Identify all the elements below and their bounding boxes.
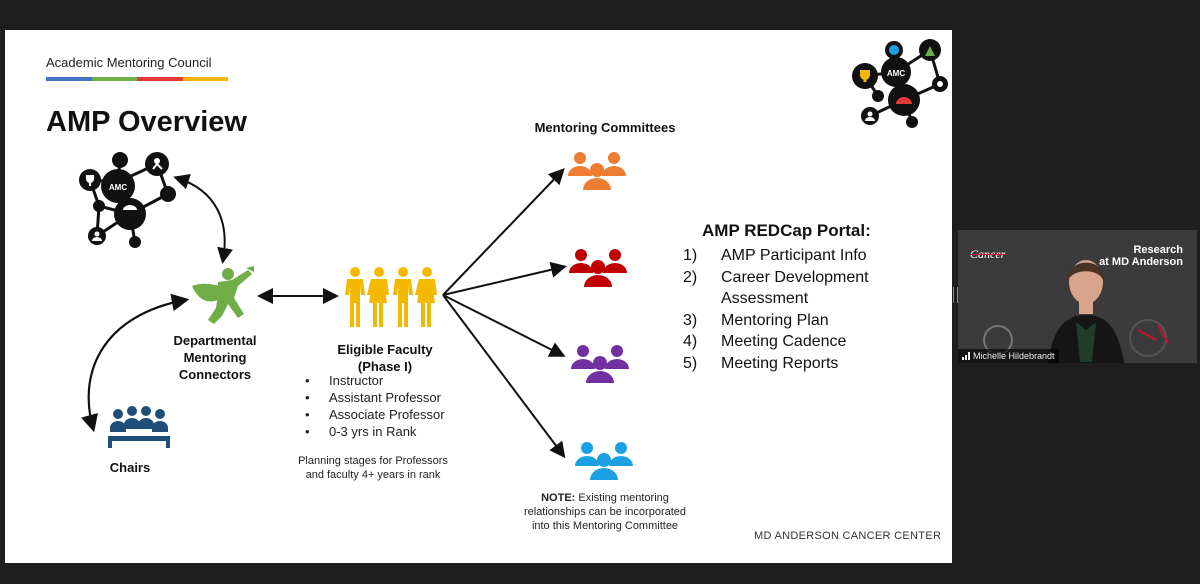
list-item: Associate Professor [305,406,445,423]
faculty-label: Eligible Faculty (Phase I) [337,342,433,374]
note-label: NOTE: [541,492,576,504]
portal-item: 3) Mentoring Plan [683,310,869,332]
committee-red-icon [569,249,627,287]
list-item: 0-3 yrs in Rank [305,423,445,440]
bar-green [91,77,137,81]
arrow-faculty-committee-2 [442,261,567,296]
superhero-icon [192,266,254,324]
committee-orange-icon [568,152,626,190]
portal-item-text: Meeting Reports [721,354,839,372]
portal-item-num: 5) [683,354,698,372]
committee-purple-icon [571,345,629,383]
participant-nametag: Michelle Hildebrandt [958,349,1059,363]
portal-item: 4) Meeting Cadence [683,331,869,353]
amc-corner-logo: AMC [852,39,948,128]
slide-footer: MD ANDERSON CANCER CENTER [754,530,942,542]
portal-item-num: 4) [683,333,698,350]
arrow-connectors-chairs [81,293,190,433]
bar-red [137,77,183,81]
signal-bars-icon [962,352,970,360]
diagram-arrows [81,168,567,459]
arrow-logo-connectors [173,173,233,264]
portal-item-text: Meeting Cadence [721,333,847,350]
portal-item: 1) AMP Participant Info [683,245,869,267]
participant-name: Michelle Hildebrandt [973,351,1055,361]
portal-item: 2) Career Development Assessment [683,267,869,310]
connectors-label: Departmental Mentoring Connectors [173,333,257,382]
portal-item-num: 1) [683,247,698,264]
faculty-group-icon [345,267,437,327]
portal-item-num: 3) [683,311,698,329]
bar-yellow [182,77,228,81]
council-header: Academic Mentoring Council [46,55,212,70]
portal-item-num: 2) [683,268,698,286]
faculty-rank-list: Instructor Assistant Professor Associate… [305,372,445,440]
panel-resize-handle[interactable] [953,287,958,303]
portal-item-text: Mentoring Plan [721,311,829,329]
portal-item-text: Career Development Assessment [721,268,869,308]
amc-corner-logo-text: AMC [887,69,905,78]
note-text: NOTE: Existing mentoring relationships c… [510,491,700,533]
bar-blue [46,77,92,81]
arrow-faculty-committee-3 [442,294,566,357]
amc-network-logo: AMC [79,152,176,248]
portal-list: 1) AMP Participant Info 2) Career Developm… [683,245,869,374]
committee-blue-icon [575,442,633,480]
portal-item-text: AMP Participant Info [721,247,867,264]
planning-note: Planning stages for Professors and facul… [298,455,448,481]
amc-logo-text: AMC [109,183,127,192]
note-body: Existing mentoring relationships can be … [523,492,687,532]
chairs-meeting-icon [108,406,170,448]
cancer-brand-text: Cancer [970,247,1006,261]
committees-heading: Mentoring Committees [534,120,676,135]
portal-item: 5) Meeting Reports [683,353,869,375]
portal-title: AMP REDCap Portal: [702,221,871,240]
list-item: Instructor [305,372,445,389]
presentation-slide: Academic Mentoring Council AMP Overview [5,30,952,563]
research-branding: Research at MD Anderson [1099,244,1183,268]
arrow-faculty-committee-1 [442,168,565,296]
participant-video-tile[interactable]: Cancer Research at MD Anderson Michelle … [958,230,1197,363]
list-item: Assistant Professor [305,389,445,406]
color-bar [46,77,228,81]
chairs-label: Chairs [109,460,151,475]
slide-title: AMP Overview [46,106,247,138]
arrow-faculty-committee-4 [442,294,566,459]
